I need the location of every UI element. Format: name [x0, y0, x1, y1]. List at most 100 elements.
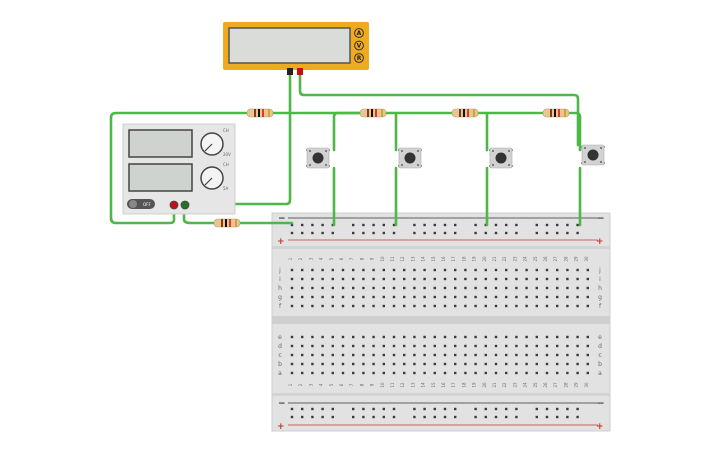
breadboard-hole[interactable] — [403, 268, 406, 272]
breadboard-hole[interactable] — [494, 371, 498, 375]
rail-hole[interactable] — [515, 415, 518, 419]
breadboard-hole[interactable] — [352, 295, 355, 299]
rail-hole[interactable] — [474, 415, 477, 419]
breadboard-hole[interactable] — [392, 304, 396, 308]
breadboard-hole[interactable] — [331, 277, 334, 281]
breadboard-hole[interactable] — [413, 335, 416, 339]
rail-hole[interactable] — [494, 407, 498, 411]
rail-hole[interactable] — [494, 231, 498, 235]
breadboard-hole[interactable] — [382, 353, 385, 357]
breadboard-hole[interactable] — [392, 344, 396, 348]
rail-hole[interactable] — [321, 231, 324, 235]
breadboard-hole[interactable] — [515, 353, 518, 357]
breadboard-hole[interactable] — [290, 371, 294, 375]
breadboard-hole[interactable] — [494, 362, 498, 366]
breadboard-hole[interactable] — [341, 268, 345, 272]
breadboard-hole[interactable] — [331, 268, 334, 272]
breadboard-hole[interactable] — [423, 362, 426, 366]
breadboard-hole[interactable] — [525, 335, 528, 339]
rail-hole[interactable] — [433, 231, 436, 235]
breadboard-hole[interactable] — [301, 362, 304, 366]
breadboard-hole[interactable] — [392, 371, 396, 375]
breadboard-hole[interactable] — [556, 353, 559, 357]
rail-hole[interactable] — [566, 231, 569, 235]
breadboard-hole[interactable] — [535, 353, 538, 357]
breadboard-hole[interactable] — [372, 304, 375, 308]
breadboard-hole[interactable] — [423, 335, 426, 339]
rail-hole[interactable] — [392, 223, 396, 227]
breadboard-hole[interactable] — [352, 362, 355, 366]
breadboard-hole[interactable] — [311, 304, 314, 308]
rail-hole[interactable] — [301, 415, 304, 419]
rail-hole[interactable] — [382, 223, 385, 227]
breadboard-hole[interactable] — [331, 362, 334, 366]
breadboard-hole[interactable] — [494, 295, 498, 299]
breadboard-hole[interactable] — [352, 286, 355, 290]
breadboard-hole[interactable] — [392, 286, 396, 290]
breadboard-hole[interactable] — [474, 295, 477, 299]
breadboard-hole[interactable] — [515, 268, 518, 272]
breadboard-hole[interactable] — [586, 344, 589, 348]
breadboard-hole[interactable] — [403, 295, 406, 299]
breadboard-hole[interactable] — [392, 295, 396, 299]
rail-hole[interactable] — [545, 231, 549, 235]
breadboard-hole[interactable] — [566, 335, 569, 339]
breadboard-hole[interactable] — [392, 335, 396, 339]
breadboard-hole[interactable] — [341, 371, 345, 375]
breadboard-hole[interactable] — [413, 362, 416, 366]
rail-hole[interactable] — [321, 407, 324, 411]
rail-hole[interactable] — [352, 415, 355, 419]
terminal-positive[interactable] — [169, 200, 179, 210]
breadboard-hole[interactable] — [545, 371, 549, 375]
breadboard-hole[interactable] — [535, 344, 538, 348]
breadboard-hole[interactable] — [301, 344, 304, 348]
rail-hole[interactable] — [474, 231, 477, 235]
breadboard-hole[interactable] — [443, 371, 447, 375]
breadboard-hole[interactable] — [372, 335, 375, 339]
breadboard-hole[interactable] — [515, 277, 518, 281]
breadboard-hole[interactable] — [586, 295, 589, 299]
breadboard-hole[interactable] — [484, 353, 487, 357]
rail-hole[interactable] — [494, 415, 498, 419]
rail-hole[interactable] — [413, 231, 416, 235]
breadboard-hole[interactable] — [301, 277, 304, 281]
breadboard-hole[interactable] — [290, 335, 294, 339]
breadboard-hole[interactable] — [586, 353, 589, 357]
breadboard-hole[interactable] — [443, 295, 447, 299]
breadboard-hole[interactable] — [505, 371, 508, 375]
breadboard-hole[interactable] — [290, 344, 294, 348]
breadboard-hole[interactable] — [443, 277, 447, 281]
breadboard-hole[interactable] — [545, 286, 549, 290]
breadboard-hole[interactable] — [566, 286, 569, 290]
breadboard-hole[interactable] — [474, 344, 477, 348]
breadboard-hole[interactable] — [443, 344, 447, 348]
breadboard-hole[interactable] — [576, 344, 579, 348]
breadboard-hole[interactable] — [576, 335, 579, 339]
breadboard-hole[interactable] — [576, 295, 579, 299]
rail-hole[interactable] — [576, 231, 579, 235]
breadboard-hole[interactable] — [290, 268, 294, 272]
breadboard-hole[interactable] — [525, 295, 528, 299]
rail-hole[interactable] — [382, 407, 385, 411]
breadboard-hole[interactable] — [494, 335, 498, 339]
rail-hole[interactable] — [505, 231, 508, 235]
breadboard-hole[interactable] — [301, 268, 304, 272]
breadboard-hole[interactable] — [362, 371, 365, 375]
breadboard-hole[interactable] — [454, 353, 457, 357]
breadboard-hole[interactable] — [382, 268, 385, 272]
breadboard-hole[interactable] — [423, 295, 426, 299]
breadboard-hole[interactable] — [494, 277, 498, 281]
rail-hole[interactable] — [362, 415, 365, 419]
breadboard-hole[interactable] — [556, 286, 559, 290]
rail-hole[interactable] — [545, 415, 549, 419]
breadboard-hole[interactable] — [443, 304, 447, 308]
rail-hole[interactable] — [484, 415, 487, 419]
rail-hole[interactable] — [301, 407, 304, 411]
breadboard-hole[interactable] — [494, 268, 498, 272]
rail-hole[interactable] — [474, 407, 477, 411]
rail-hole[interactable] — [505, 415, 508, 419]
rail-hole[interactable] — [290, 223, 294, 227]
breadboard-hole[interactable] — [352, 371, 355, 375]
breadboard-hole[interactable] — [403, 277, 406, 281]
